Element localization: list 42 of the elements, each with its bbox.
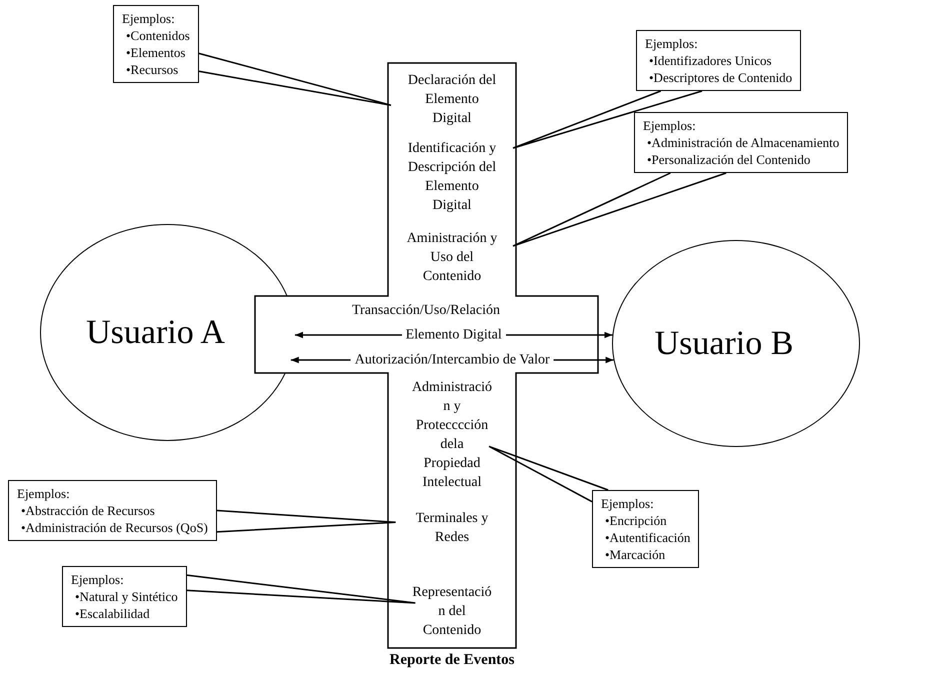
callout-heading: Ejemplos:: [71, 571, 124, 588]
section-text: Representació n del Contenido: [412, 583, 492, 640]
callout-item: •Natural y Sintético: [74, 588, 178, 605]
section-text: Declaración del Elemento Digital: [388, 71, 516, 128]
callout-item: •Elementos: [125, 44, 186, 61]
caption-text: Reporte de Eventos: [390, 651, 514, 670]
callout-box: [592, 490, 700, 568]
leader-line: [512, 172, 727, 247]
callout-box: [8, 480, 217, 541]
callout-heading: Ejemplos:: [645, 35, 698, 52]
callout-heading: Ejemplos:: [643, 117, 696, 134]
callout-box: [636, 30, 802, 91]
leader-line: [512, 90, 703, 149]
callout-item: •Abstracción de Recursos: [20, 502, 155, 519]
section-text: Aministración y Uso del Contenido: [388, 229, 516, 286]
leader-line: [186, 574, 416, 604]
edge-label: Elemento Digital: [402, 326, 506, 344]
leader-line: [216, 510, 396, 533]
callout-heading: Ejemplos:: [601, 495, 654, 512]
callout-item: •Recursos: [125, 61, 178, 78]
callout-box: [113, 5, 199, 83]
section-text: Identificación y Descripción del Elemento Digital: [388, 139, 516, 215]
cross-shape: [255, 63, 598, 648]
leader-line: [488, 446, 609, 502]
callout-item: •Marcación: [604, 546, 666, 563]
section-text: Administració n y Protecccción dela Propiedad Intelectual: [412, 378, 492, 492]
callout-item: •Identifizadores Unicos: [648, 52, 772, 69]
callout-item: •Escalabilidad: [74, 605, 150, 622]
callout-item: •Administración de Recursos (QoS): [20, 519, 208, 536]
callout-item: •Personalización del Contenido: [646, 151, 810, 168]
callout-item: •Encripción: [604, 512, 667, 529]
callout-box: [634, 112, 848, 173]
callout-item: •Autentificación: [604, 529, 690, 546]
callout-item: •Descriptores de Contenido: [648, 69, 792, 86]
user-circle: Usuario B: [612, 240, 860, 447]
callout-item: •Administración de Almacenamiento: [646, 134, 840, 151]
leader-line: [198, 52, 392, 106]
callout-heading: Ejemplos:: [17, 485, 70, 502]
section-text: Terminales y Redes: [388, 509, 516, 547]
callout-heading: Ejemplos:: [122, 10, 175, 27]
callout-item: •Contenidos: [125, 27, 190, 44]
callout-box: [62, 566, 187, 627]
